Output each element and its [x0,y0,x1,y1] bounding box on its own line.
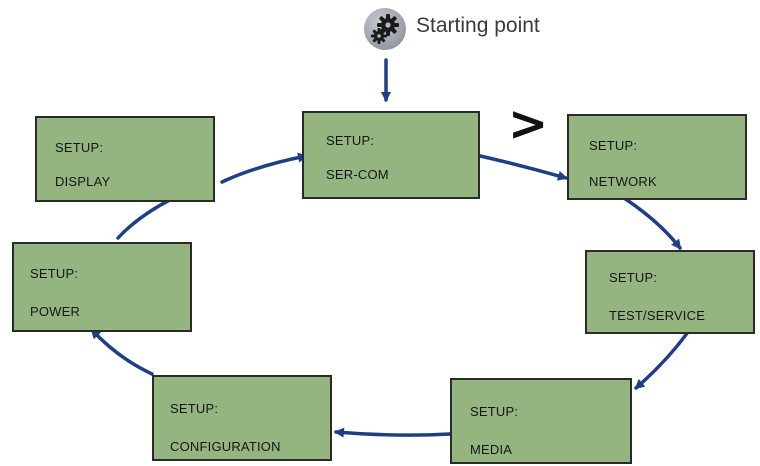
setup-network-box: SETUP: NETWORK [567,114,747,200]
arrow-media-to-configuration [334,427,452,438]
setup-display-line1: SETUP: [55,140,104,155]
setup-display-box: SETUP: DISPLAY [35,116,215,202]
setup-media-line1: SETUP: [470,404,519,419]
setup-configuration-line2: CONFIGURATION [170,439,281,454]
setup-testservice-line1: SETUP: [609,270,658,285]
setup-sercom-line1: SETUP: [326,133,375,148]
setup-power-box: SETUP: POWER [12,242,192,332]
chevron-right-icon: > [508,96,549,152]
setup-configuration-box: SETUP: CONFIGURATION [152,375,332,461]
setup-configuration-line1: SETUP: [170,401,219,416]
setup-sercom-line2: SER-COM [326,167,389,182]
setup-power-line2: POWER [30,304,81,319]
setup-power-line1: SETUP: [30,266,79,281]
setup-network-line1: SETUP: [589,138,638,153]
setup-display-line2: DISPLAY [55,174,111,189]
starting-point-label: Starting point [416,14,540,37]
arrow-display-to-sercom [220,152,308,184]
setup-testservice-box: SETUP: TEST/SERVICE [585,250,755,334]
gears-icon [364,8,406,50]
arrow-network-to-testservice [622,196,682,250]
arrow-testservice-to-media [634,330,690,390]
setup-testservice-line2: TEST/SERVICE [609,308,706,323]
setup-media-box: SETUP: MEDIA [450,378,632,464]
setup-media-line2: MEDIA [470,442,513,457]
arrow-sercom-to-network [474,153,568,181]
arrow-configuration-to-power [90,328,154,376]
setup-sercom-box: SETUP: SER-COM [302,111,480,199]
setup-network-line2: NETWORK [589,174,657,189]
